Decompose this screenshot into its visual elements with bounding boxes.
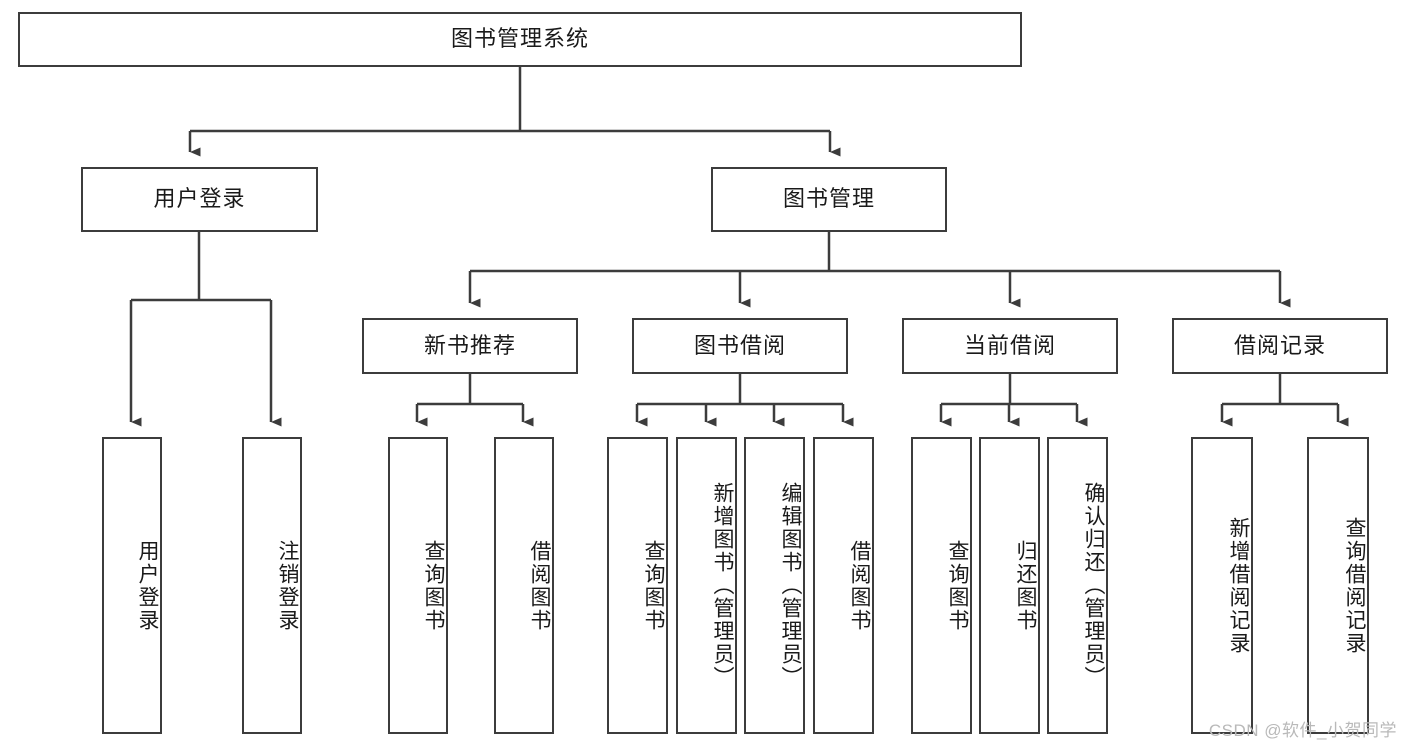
node-book-manage[interactable]: 图书管理 [711,167,947,232]
node-current-borrow-label: 当前借阅 [963,332,1056,358]
node-leaf-add-record-label: 新增借阅记录 [1227,516,1250,655]
node-user-login-label: 用户登录 [153,186,246,212]
node-leaf-add-book[interactable]: 新增图书（管理员） [676,437,737,734]
node-leaf-borrow-book-1[interactable]: 借阅图书 [494,437,554,734]
node-leaf-add-record[interactable]: 新增借阅记录 [1191,437,1253,734]
node-leaf-query-book-1-label: 查询图书 [422,539,445,632]
node-root[interactable]: 图书管理系统 [18,12,1022,67]
node-leaf-query-book-3-label: 查询图书 [946,539,969,632]
node-leaf-query-record[interactable]: 查询借阅记录 [1307,437,1369,734]
node-new-book-recommend-label: 新书推荐 [423,332,516,358]
node-leaf-borrow-book-2-label: 借阅图书 [848,539,871,632]
node-leaf-edit-book-label: 编辑图书（管理员） [779,482,802,689]
node-leaf-query-record-label: 查询借阅记录 [1343,516,1366,655]
node-leaf-user-login-label: 用户登录 [136,539,159,632]
node-leaf-return-book-label: 归还图书 [1014,539,1037,632]
node-leaf-user-login[interactable]: 用户登录 [102,437,162,734]
node-current-borrow[interactable]: 当前借阅 [902,318,1118,374]
node-leaf-query-book-2[interactable]: 查询图书 [607,437,668,734]
node-book-manage-label: 图书管理 [782,186,875,212]
node-leaf-edit-book[interactable]: 编辑图书（管理员） [744,437,805,734]
node-leaf-add-book-label: 新增图书（管理员） [711,482,734,689]
node-borrow-record[interactable]: 借阅记录 [1172,318,1388,374]
node-book-borrow[interactable]: 图书借阅 [632,318,848,374]
node-leaf-query-book-2-label: 查询图书 [642,539,665,632]
node-leaf-borrow-book-1-label: 借阅图书 [528,539,551,632]
node-leaf-logout[interactable]: 注销登录 [242,437,302,734]
node-leaf-return-book[interactable]: 归还图书 [979,437,1040,734]
node-leaf-logout-label: 注销登录 [276,539,299,632]
node-book-borrow-label: 图书借阅 [693,332,786,358]
node-new-book-recommend[interactable]: 新书推荐 [362,318,578,374]
node-borrow-record-label: 借阅记录 [1233,332,1326,358]
node-user-login[interactable]: 用户登录 [81,167,318,232]
node-leaf-confirm-return-label: 确认归还（管理员） [1082,482,1105,689]
node-leaf-query-book-3[interactable]: 查询图书 [911,437,972,734]
node-leaf-borrow-book-2[interactable]: 借阅图书 [813,437,874,734]
node-root-label: 图书管理系统 [450,26,589,52]
node-leaf-confirm-return[interactable]: 确认归还（管理员） [1047,437,1108,734]
node-leaf-query-book-1[interactable]: 查询图书 [388,437,448,734]
